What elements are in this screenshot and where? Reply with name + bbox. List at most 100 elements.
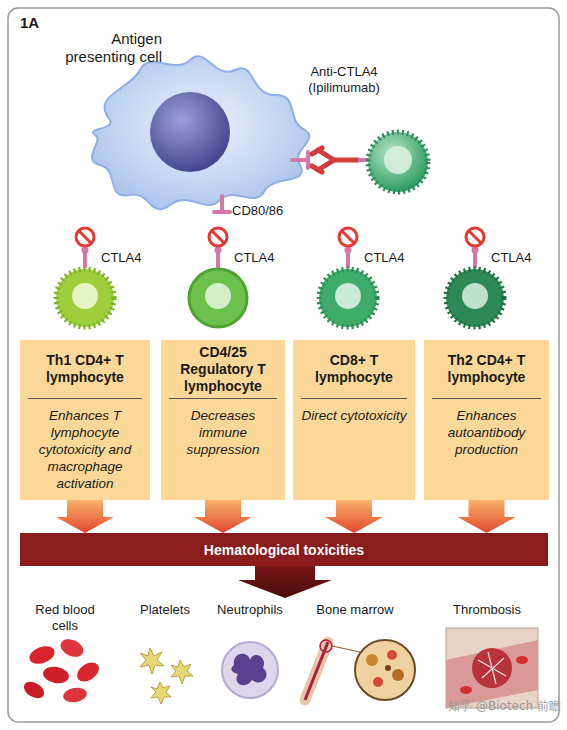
big-down-arrow [238,566,332,598]
receptor-label: CTLA4 [101,250,161,266]
box-description: Direct cytotoxicity [301,407,407,424]
thrombosis-part [446,628,538,708]
t-lymphocyte-row-part [446,228,504,327]
t-lymphocyte-row-part-part [319,269,377,327]
red-blood-cells-part [42,665,70,685]
box-heading: Th2 CD4+ T lymphocyte [432,340,541,399]
t-lymphocyte-row-part-part [215,247,222,254]
cd80-86-receptor-part [214,210,230,214]
toxicity-label: Platelets [125,602,205,618]
box-description: Enhances autoantibody production [432,407,541,458]
platelets [140,648,193,704]
box-heading: CD8+ T lymphocyte [301,340,407,399]
cell-type-box: CD4/25 Regulatory T lymphocyteDecreases … [161,340,285,500]
toxicity-band: Hematological toxicities [20,533,548,566]
receptor-label: CTLA4 [491,250,551,266]
thrombosis-part [472,648,512,688]
platelets-part [151,682,171,704]
bone-marrow-part [305,642,328,700]
thrombosis-part [446,640,538,708]
antigen-presenting-cell [92,56,309,209]
box-description: Enhances T lymphocyte cytotoxicity and m… [28,407,142,492]
t-lymphocyte-row-part-part [345,247,352,254]
t-cell [368,132,428,192]
ipilimumab-antibody [312,148,358,172]
toxicity-label: Thrombosis [432,602,542,618]
bone-marrow-part [332,646,360,652]
receptor-label: CTLA4 [364,250,424,266]
thrombosis-part [478,652,506,684]
thrombosis-part [516,656,528,664]
neutrophil [222,642,278,698]
t-lymphocyte-row-part-part [446,269,504,327]
receptor-label: CD80/86 [232,203,302,219]
bone-marrow-part [355,640,415,700]
toxicity-label: Red blood cells [22,602,108,634]
t-lymphocyte-row-part-part [335,283,361,309]
thrombosis [446,628,538,708]
receptor-label: CTLA4 [234,250,294,266]
t-lymphocyte-row-part-part [72,283,98,309]
ipilimumab-antibody-part [312,166,322,172]
t-lymphocyte-row-part-part [466,228,484,246]
platelets-part [140,648,164,674]
box-description: Decreases immune suppression [169,407,277,458]
cd80-86-receptor-part [292,158,306,162]
bone-marrow-part [373,677,383,687]
neutrophil-part [231,654,266,685]
bone-marrow [305,640,415,700]
red-blood-cells-part [27,643,57,667]
t-cell-part [384,146,412,174]
flow-arrow [325,500,383,533]
neutrophil-part [222,642,278,698]
cell-type-box: Th1 CD4+ T lymphocyteEnhances T lymphocy… [20,340,150,500]
t-lymphocyte-row-part-part [472,247,479,254]
bone-marrow-part [385,665,391,671]
t-lymphocyte-row-part-part [342,231,354,243]
ipilimumab-antibody-part [334,158,358,163]
red-blood-cells-part [62,686,88,704]
t-lymphocyte-row-part-part [462,283,488,309]
cell-label: Antigen presenting cell [50,30,162,66]
bone-marrow-part [366,654,378,666]
platelets-part [171,660,193,684]
t-lymphocyte-row-part-part [79,231,91,243]
t-lymphocyte-row-part-part [209,228,227,246]
t-lymphocyte-row-part [189,228,247,327]
bone-marrow-part [305,642,328,700]
cell-type-box: Th2 CD4+ T lymphocyteEnhances autoantibo… [424,340,549,500]
watermark: 知乎 @Biotech 前瞻 [396,698,561,714]
cd80-86-receptor-part [306,152,310,168]
bone-marrow-part [320,640,332,652]
t-lymphocyte-row-part-part [56,269,114,327]
t-lymphocyte-row-part [56,228,114,327]
drug-label: Anti-CTLA4 (Ipilimumab) [298,64,390,96]
ipilimumab-antibody-part [312,148,322,154]
t-lymphocyte-row-part-part [205,283,231,309]
cell-type-box: CD8+ T lymphocyteDirect cytotoxicity [293,340,415,500]
t-cell-part [368,132,428,192]
box-heading: CD4/25 Regulatory T lymphocyte [169,340,277,399]
toxicity-label: Neutrophils [205,602,295,618]
t-lymphocyte-row-part-part [76,228,94,246]
box-heading: Th1 CD4+ T lymphocyte [28,340,142,399]
band-title: Hematological toxicities [204,542,364,558]
thrombosis-part [460,686,472,694]
t-lymphocyte-row-part-part [82,247,89,254]
flow-arrow [458,500,516,533]
t-lymphocyte-row [56,228,504,327]
flow-arrow [56,500,114,533]
red-blood-cells-part [58,636,87,661]
antigen-presenting-cell-part [150,92,230,172]
flow-arrow [194,500,252,533]
red-blood-cells-part [74,659,103,686]
cd80-86-receptor-part [220,196,224,210]
t-lymphocyte-row-part-part [469,231,481,243]
toxicity-label: Bone marrow [305,602,405,618]
t-lymphocyte-row-part-part [212,231,224,243]
t-lymphocyte-row-part-part [189,269,247,327]
red-blood-cells [21,636,102,704]
red-blood-cells-part [21,678,47,701]
t-lymphocyte-row-part [319,228,377,327]
